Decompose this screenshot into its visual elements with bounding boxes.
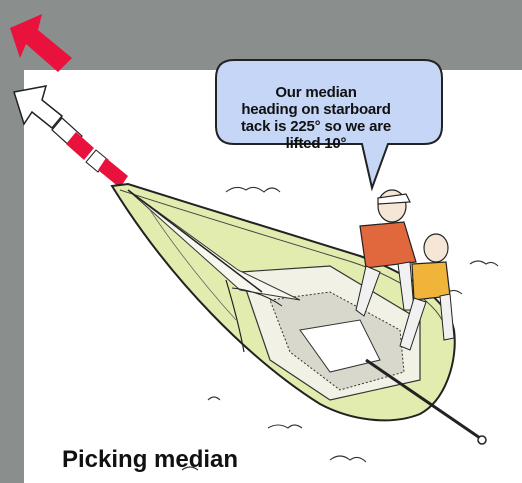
bubble-line-3: tack is 225° so we are xyxy=(228,118,404,135)
bubble-line-2: heading on starboard xyxy=(228,101,404,118)
bubble-line-4: lifted 10° xyxy=(228,135,404,152)
caption-heading: Picking median xyxy=(62,446,238,474)
speech-bubble-text: Our median heading on starboard tack is … xyxy=(228,84,404,152)
heading-arrow-icon xyxy=(10,14,72,72)
direction-arrow-icon xyxy=(14,86,128,188)
bubble-line-1: Our median xyxy=(228,84,404,101)
